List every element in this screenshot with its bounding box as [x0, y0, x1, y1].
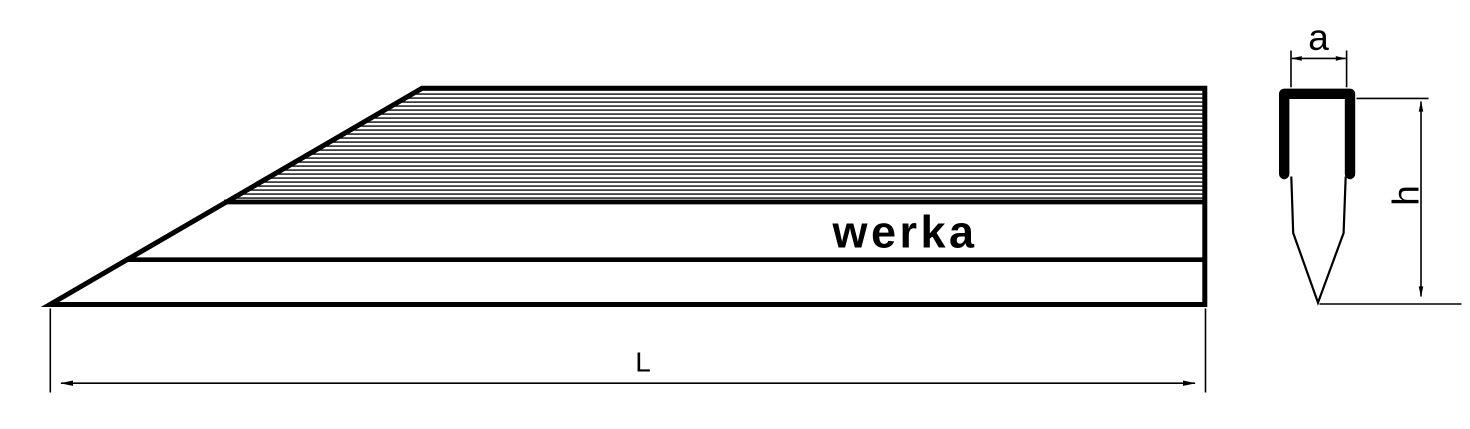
section-blade-taper — [1290, 176, 1347, 306]
width-dimension: a — [1290, 17, 1348, 88]
height-label-text: h — [1385, 185, 1426, 206]
straightedge-perspective-view: werka — [40, 85, 1208, 307]
right-arrowhead-icon — [1183, 380, 1196, 386]
cross-section-view — [1279, 88, 1356, 306]
hatched-top-face — [230, 90, 1203, 200]
body-outline — [40, 85, 1208, 307]
height-dimension: h — [1319, 97, 1462, 305]
height-top-arrowhead-icon — [1418, 100, 1424, 112]
width-left-arrowhead-icon — [1291, 56, 1302, 61]
brand-label-text: werka — [831, 207, 977, 258]
width-label-text: a — [1308, 17, 1329, 58]
length-label-text: L — [635, 346, 651, 377]
height-bottom-arrowhead-icon — [1418, 286, 1424, 298]
section-thick-faces — [1279, 88, 1356, 180]
left-arrowhead-icon — [60, 380, 73, 386]
width-right-arrowhead-icon — [1335, 56, 1347, 61]
length-dimension: L — [49, 308, 1207, 393]
